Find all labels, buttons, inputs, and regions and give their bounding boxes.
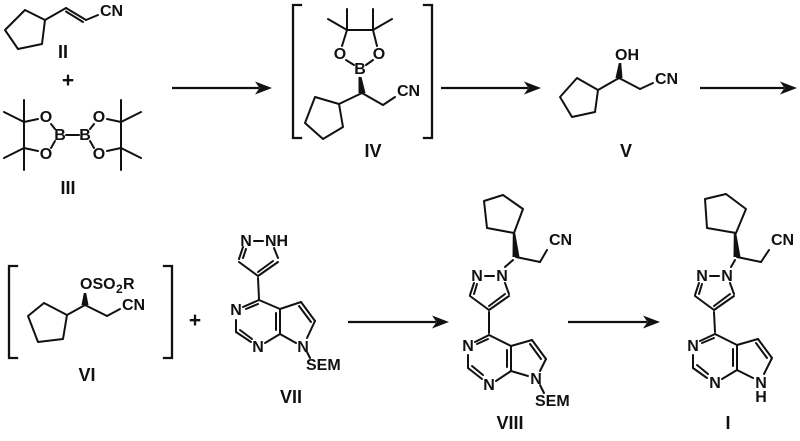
stereo-wedge-bond <box>733 233 741 257</box>
compound-V-label: V <box>620 141 632 161</box>
oxygen-label: O <box>40 146 52 163</box>
vinyl-nitrile-bonds <box>44 7 99 23</box>
stereo-wedge-bond <box>512 233 520 257</box>
pyrimidine-bonds <box>235 299 281 344</box>
sulfonate-r-label: R <box>123 276 135 293</box>
oxygen-label: O <box>93 109 105 126</box>
boron-label: B <box>354 61 366 78</box>
pyrimidine-nitrogen-label: N <box>462 338 474 355</box>
oxygen-label: O <box>40 109 52 126</box>
compound-III: O O B B O O III <box>3 99 142 198</box>
pyrazole-nitrogen-label: N <box>496 268 508 285</box>
compound-II: CN II <box>4 3 123 62</box>
right-bracket <box>422 3 434 140</box>
cyclopentane-ring <box>27 302 68 343</box>
chain-bonds <box>618 77 654 90</box>
pyrrole-nitrogen-label: N <box>755 375 767 392</box>
stereo-wedge-bond <box>615 63 623 78</box>
sulfonate-label: OSO <box>80 276 116 293</box>
pyrimidine-nitrogen-label: N <box>483 377 495 394</box>
pyrrole-bonds <box>736 338 773 379</box>
pyrimidine-nitrogen-label: N <box>252 339 264 356</box>
stereo-wedge-bond <box>81 293 89 305</box>
diboron-bonds <box>3 99 142 171</box>
reaction-arrow-5 <box>568 315 660 329</box>
left-bracket <box>291 3 303 140</box>
cyclopentane-ring <box>704 193 747 234</box>
pyrrole-nitrogen-label: N <box>530 371 542 388</box>
pyrrole-nh-hydrogen-label: H <box>755 389 767 406</box>
compound-I-label: I <box>725 413 730 433</box>
compound-V: OH CN V <box>559 47 678 161</box>
oxygen-label: O <box>334 46 346 63</box>
compound-VI-label: VI <box>78 365 95 385</box>
chain-bonds <box>504 249 548 268</box>
plus-sign-bottom: + <box>189 309 201 332</box>
pyrrole-bonds <box>279 301 316 359</box>
reaction-arrow-2 <box>441 81 541 95</box>
intermediate-IV: O O B CN IV <box>291 3 434 161</box>
pyrimidine-bonds <box>467 334 512 382</box>
pyrazole-bonds <box>469 275 510 334</box>
nitrile-label: CN <box>549 232 572 249</box>
sem-group-label: SEM <box>306 357 341 374</box>
pyrrole-bonds <box>510 339 547 394</box>
intermediate-VI: OSO 2 R CN VI <box>7 264 174 385</box>
reaction-arrow-3 <box>700 81 797 95</box>
compound-II-label: II <box>58 42 68 62</box>
reaction-arrow-4 <box>348 315 449 329</box>
sulfonate-subscript: 2 <box>116 282 123 296</box>
pyrazole-nitrogen-label: N <box>696 268 708 285</box>
left-bracket <box>7 264 19 360</box>
compound-I: CN N N N N N H I <box>687 193 794 433</box>
pyrimidine-nitrogen-label: N <box>709 375 721 392</box>
boron-label: B <box>79 127 91 144</box>
cyclopentane-ring <box>304 96 344 140</box>
cyclopentane-ring <box>559 77 599 118</box>
pyrimidine-bonds <box>692 333 738 380</box>
compound-VII: N NH N N N SEM VII <box>230 233 340 407</box>
pyrazole-nitrogen-label: N <box>240 233 252 250</box>
oxygen-label: O <box>373 46 385 63</box>
compound-VIII-label: VIII <box>496 413 523 433</box>
pyrazole-bonds <box>694 275 735 333</box>
boron-label: B <box>54 127 66 144</box>
plus-sign-top: + <box>62 69 74 92</box>
nitrile-label: CN <box>122 297 145 314</box>
pyrimidine-nitrogen-label: N <box>230 302 242 319</box>
pyrazole-bonds <box>238 240 279 300</box>
pyrazole-nitrogen-label: N <box>721 268 733 285</box>
cyclopentane-ring <box>483 194 524 234</box>
compound-VIII: CN N N N N N SEM VIII <box>462 194 572 433</box>
reaction-arrow-1 <box>172 81 272 95</box>
pyrazole-nitrogen-label: N <box>471 268 483 285</box>
chain-bonds <box>84 304 121 317</box>
nitrile-label: CN <box>100 3 123 20</box>
compound-VII-label: VII <box>280 387 302 407</box>
right-bracket <box>162 264 174 360</box>
compound-IV-label: IV <box>364 141 381 161</box>
chain-bonds <box>338 92 396 106</box>
oxygen-label: O <box>93 146 105 163</box>
pyrimidine-nitrogen-label: N <box>687 338 699 355</box>
nitrile-label: CN <box>397 83 420 100</box>
pinacol-boronate-bonds <box>327 8 393 66</box>
cyclopentane-ring <box>4 9 46 50</box>
nitrile-label: CN <box>655 71 678 88</box>
hydroxyl-label: OH <box>615 47 639 64</box>
pyrrole-nitrogen-label: N <box>297 339 309 356</box>
chain-bonds <box>730 249 770 268</box>
stereo-wedge-bond <box>358 77 366 93</box>
nitrile-label: CN <box>771 232 794 249</box>
pyrazole-nh-label: NH <box>265 233 288 250</box>
compound-III-label: III <box>60 178 75 198</box>
sem-group-label: SEM <box>535 393 570 410</box>
